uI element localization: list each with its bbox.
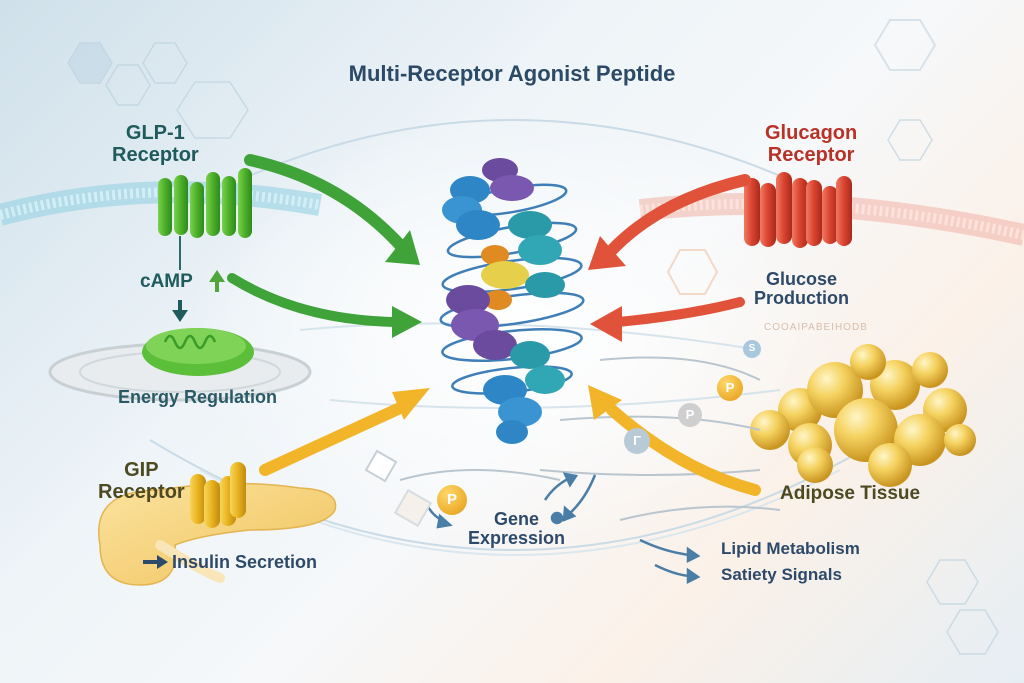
gip-arrow: [259, 388, 430, 476]
lipid-metabolism-label: Lipid Metabolism: [721, 539, 860, 558]
glp1-receptor-label: GLP-1 Receptor: [112, 122, 199, 166]
adipose-tissue-label: Adipose Tissue: [780, 483, 921, 504]
molecule-decoration: [364, 19, 937, 528]
phosphate-badge-faded: P: [678, 403, 702, 427]
glucagon-receptor-label: Glucagon Receptor: [765, 122, 858, 166]
adipose-arrow: [588, 385, 761, 496]
glp1-receptor-icon: [158, 168, 252, 270]
gip-label-line2: Receptor: [98, 480, 185, 503]
hexagon-pattern: [67, 42, 999, 655]
peptide-helix-icon: [439, 158, 585, 444]
glucose-production-label: Glucose Production: [754, 269, 849, 309]
insulin-secretion-label: Insulin Secretion: [172, 552, 318, 572]
gip-label-line1: GIP: [124, 459, 159, 481]
gene-label-line1: Gene: [494, 509, 540, 529]
signal-lines: [399, 356, 781, 521]
phosphate-badge: P: [717, 375, 743, 401]
adipose-tissue-icon: [750, 344, 976, 487]
gamma-badge: Γ: [624, 428, 650, 454]
diagram-title: Multi-Receptor Agonist Peptide: [348, 61, 676, 86]
glucose-label-line2: Production: [754, 288, 849, 309]
camp-down-arrow-icon: [172, 300, 188, 322]
phosphate-badge: P: [437, 485, 467, 515]
glucagon-arrow-lower: [590, 297, 745, 342]
s-badge: S: [743, 340, 761, 358]
gip-receptor-icon: [190, 462, 246, 528]
glucagon-label-line1: Glucagon: [765, 122, 858, 144]
glp1-arrow-lower: [227, 273, 422, 338]
glucose-label-line1: Glucose: [765, 269, 838, 289]
glucagon-arrow-upper: [588, 174, 751, 270]
glp1-label-line2: Receptor: [112, 143, 199, 166]
mitochondrion-icon: [48, 328, 312, 402]
cell-membrane-left: [0, 181, 322, 226]
insulin-arrow-icon: [143, 555, 168, 569]
satiety-signals-label: Satiety Signals: [721, 565, 842, 584]
gene-expression-label: Gene Expression: [468, 509, 566, 549]
gene-expression-arrows: [423, 472, 701, 585]
faint-text: COOAIPABEIHODB: [764, 322, 868, 333]
glucagon-label-line2: Receptor: [767, 143, 855, 166]
glp1-label-line1: GLP-1: [125, 122, 185, 144]
gip-receptor-label: GIP Receptor: [98, 459, 185, 503]
camp-up-arrow-icon: [209, 270, 225, 292]
glucagon-receptor-icon: [744, 172, 852, 248]
energy-regulation-label: Energy Regulation: [118, 387, 278, 407]
glp1-arrow-upper: [244, 154, 420, 265]
camp-label: cAMP: [140, 271, 193, 292]
gene-label-line2: Expression: [468, 528, 566, 549]
